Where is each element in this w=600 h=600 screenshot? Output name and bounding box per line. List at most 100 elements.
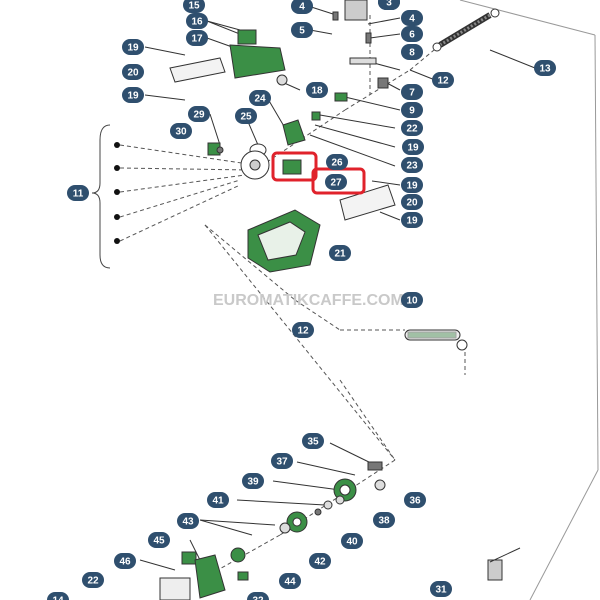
callout-label: 43: [182, 517, 194, 528]
callout-19: 19: [402, 139, 424, 155]
callout-label: 38: [378, 516, 390, 527]
callout-label: 44: [284, 577, 296, 588]
callout-label: 5: [299, 26, 305, 37]
callout-36: 36: [404, 492, 426, 508]
bracket-dots: [114, 142, 120, 244]
callout-badge-shape: [401, 84, 423, 100]
callout-21: 21: [329, 245, 351, 261]
part-29-pin: [216, 146, 224, 154]
callout-label: 19: [407, 143, 419, 154]
callout-badge-shape: [401, 44, 423, 60]
callout-label: 16: [191, 17, 203, 28]
callout-label: 21: [334, 249, 346, 260]
callout-badge-shape: [186, 13, 208, 29]
callout-badge-shape: [401, 212, 423, 228]
callout-badge-shape: [249, 90, 271, 106]
callout-22: 22: [401, 120, 423, 136]
callout-23: 23: [401, 157, 423, 173]
callout-label: 19: [127, 43, 139, 54]
part-22-washer: [311, 111, 321, 121]
callout-badge-shape: [170, 123, 192, 139]
callout-badge-shape: [247, 592, 269, 600]
callout-label: 19: [406, 181, 418, 192]
callout-badge-shape: [271, 453, 293, 469]
callout-label: 10: [406, 296, 418, 307]
callout-18: 18: [306, 82, 328, 98]
callout-badge-shape: [373, 512, 395, 528]
callout-label: 18: [311, 86, 323, 97]
callout-label: 27: [330, 178, 342, 189]
callout-badge-shape: [534, 60, 556, 76]
callout-label: 3: [386, 0, 392, 9]
callout-label: 8: [409, 48, 415, 59]
callout-label: 30: [175, 127, 187, 138]
callout-label: 9: [409, 106, 415, 117]
part-45-block: [181, 551, 197, 565]
callout-badge-shape: [401, 120, 423, 136]
part-8-rod: [349, 57, 377, 65]
callout-label: 42: [314, 557, 326, 568]
part-40-pin: [314, 508, 322, 516]
callout-badge-shape: [432, 72, 454, 88]
callout-39: 39: [242, 473, 264, 489]
part-35-key: [367, 461, 383, 471]
part-4-screw: [332, 11, 339, 21]
group-bracket: [91, 124, 111, 269]
part-16-clip: [237, 29, 257, 45]
highlight-box-26: [271, 151, 318, 182]
callout-badge-shape: [82, 572, 104, 588]
callout-label: 31: [435, 585, 447, 596]
part-20-plate-right: [339, 184, 396, 221]
callout-19: 19: [401, 177, 423, 193]
callout-label: 20: [127, 68, 139, 79]
callout-badge-shape: [177, 513, 199, 529]
callout-badge-shape: [122, 64, 144, 80]
callout-badge-shape: [341, 533, 363, 549]
callout-5: 5: [291, 22, 313, 38]
callout-badge-shape: [401, 177, 423, 193]
callout-label: 40: [346, 537, 358, 548]
callout-19: 19: [401, 212, 423, 228]
callout-badge-shape: [401, 157, 423, 173]
callout-badge-shape: [291, 22, 313, 38]
callout-badge-shape: [401, 194, 423, 210]
callout-badge-shape: [188, 106, 210, 122]
callout-7: 7: [401, 84, 423, 100]
callout-badge-shape: [122, 87, 144, 103]
callout-43: 43: [177, 513, 199, 529]
callout-3: 3: [378, 0, 400, 10]
callout-30: 30: [170, 123, 192, 139]
callout-label: 45: [153, 536, 165, 547]
part-38-ring: [335, 495, 345, 505]
callout-label: 14: [52, 596, 64, 600]
callout-label: 35: [307, 437, 319, 448]
callout-label: 6: [409, 30, 415, 41]
callout-label: 12: [437, 76, 449, 87]
callout-11: 11: [67, 185, 89, 201]
callout-badge-shape: [402, 139, 424, 155]
callout-35: 35: [302, 433, 324, 449]
callout-label: 20: [406, 198, 418, 209]
callout-badge-shape: [329, 245, 351, 261]
part-46-housing: [194, 554, 226, 599]
callout-45: 45: [148, 532, 170, 548]
parts: [159, 0, 521, 600]
part-36-washer: [374, 479, 386, 491]
callout-badge-shape: [430, 581, 452, 597]
callout-label: 12: [297, 326, 309, 337]
callout-badge-shape: [326, 154, 348, 170]
callout-4: 4: [401, 10, 423, 26]
callout-label: 24: [254, 94, 266, 105]
part-20-plate-top: [169, 57, 226, 83]
callout-label: 22: [87, 576, 99, 587]
callout-16: 16: [186, 13, 208, 29]
callout-badge-shape: [292, 322, 314, 338]
part-13-spring: [432, 8, 500, 52]
callout-badge-shape: [47, 592, 69, 600]
callout-15: 15: [183, 0, 205, 13]
callout-label: 19: [127, 91, 139, 102]
callout-19: 19: [122, 87, 144, 103]
callout-badge-shape: [401, 102, 423, 118]
callout-label: 23: [406, 161, 418, 172]
part-9-clip: [334, 92, 348, 102]
